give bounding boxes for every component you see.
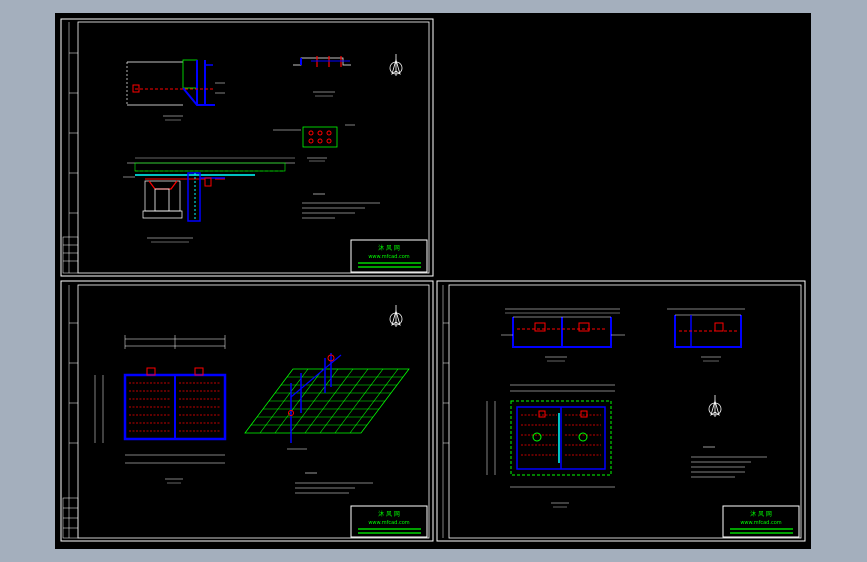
sheet-inner-border — [77, 284, 430, 539]
title-block-line2: www.mfcad.com — [368, 254, 409, 260]
left-strip — [442, 285, 449, 538]
sheet-bottom-right[interactable]: 沐 风 网 www.mfcad.com — [436, 280, 806, 542]
dimension-lines — [94, 335, 226, 464]
pipe-detail[interactable] — [293, 56, 351, 97]
tank-plan-2[interactable] — [486, 384, 615, 508]
notes-block — [691, 446, 767, 478]
sheet-border — [60, 280, 434, 542]
notes-block — [302, 193, 380, 219]
isometric-grid[interactable] — [244, 353, 410, 450]
title-block: 沐 风 网 www.mfcad.com — [350, 505, 428, 538]
notes-block — [295, 472, 373, 494]
north-arrow-icon — [708, 395, 722, 417]
drawing-canvas[interactable]: 沐 风 网 www.mfcad.com — [55, 13, 811, 549]
sheet-border — [436, 280, 806, 542]
tank-plan[interactable] — [123, 367, 227, 484]
sheet-border — [60, 18, 434, 277]
elevation-view-1[interactable] — [123, 157, 295, 243]
section-view-2[interactable] — [501, 308, 625, 362]
title-block-line2: www.mfcad.com — [740, 520, 781, 526]
north-arrow-icon — [389, 305, 403, 327]
plan-detail[interactable] — [273, 124, 355, 162]
sheet-bottom-left[interactable]: 沐 风 网 www.mfcad.com — [60, 280, 434, 542]
section-view-3[interactable] — [667, 308, 745, 362]
left-strip — [62, 285, 79, 539]
sheet-inner-border — [77, 21, 430, 274]
title-block-line2: www.mfcad.com — [368, 520, 409, 526]
title-block-line1: 沐 风 网 — [750, 510, 772, 518]
title-block-line1: 沐 风 网 — [378, 244, 400, 252]
drawing-svg: 沐 风 网 www.mfcad.com — [60, 18, 806, 542]
north-arrow-icon — [389, 54, 403, 76]
title-block: 沐 风 网 www.mfcad.com — [350, 239, 428, 273]
title-block-line1: 沐 风 网 — [378, 510, 400, 518]
sheet-top-left[interactable]: 沐 风 网 www.mfcad.com — [60, 18, 434, 277]
section-view-1[interactable] — [126, 59, 225, 121]
left-strip — [62, 22, 79, 274]
sheet-inner-border — [448, 284, 802, 539]
title-block: 沐 风 网 www.mfcad.com — [722, 505, 800, 538]
